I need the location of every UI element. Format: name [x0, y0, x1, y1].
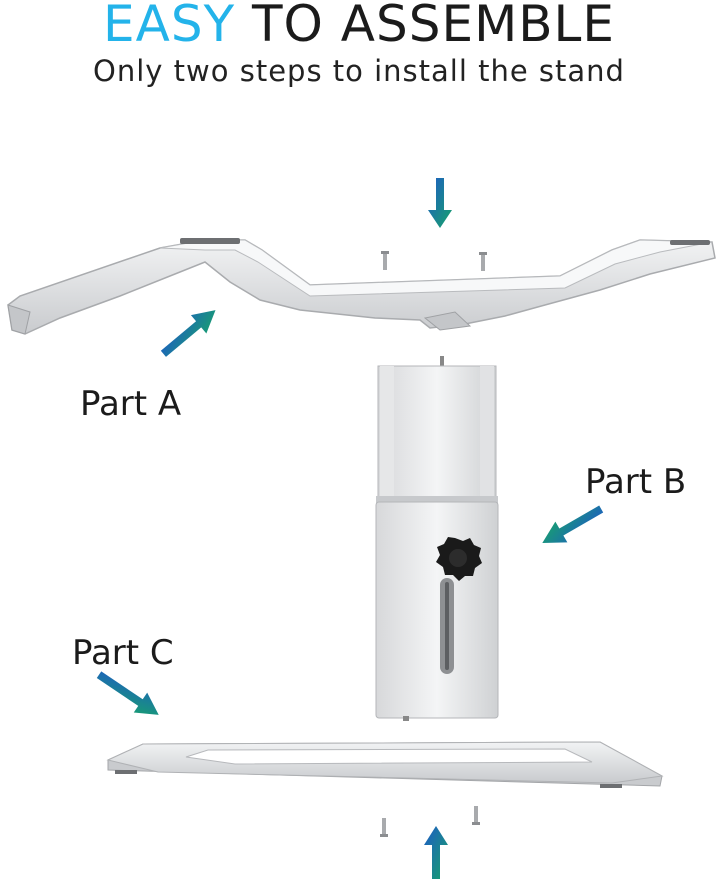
part-a-tray [8, 238, 715, 334]
gradient-arrow-icon [428, 178, 452, 228]
screw-icon [472, 806, 480, 825]
part-b-column [376, 356, 498, 721]
part-a-label: Part A [80, 384, 181, 424]
gradient-arrow-icon [536, 499, 607, 554]
screw-icon [380, 818, 388, 837]
part-b-label: Part B [585, 462, 686, 502]
part-c-label: Part C [72, 633, 174, 673]
gradient-arrow-icon [92, 665, 165, 725]
screw-icon [381, 251, 389, 270]
gradient-arrow-icon [424, 826, 448, 879]
screw-icon [479, 252, 487, 271]
gradient-arrow-icon [156, 301, 224, 363]
part-c-base [108, 742, 662, 788]
